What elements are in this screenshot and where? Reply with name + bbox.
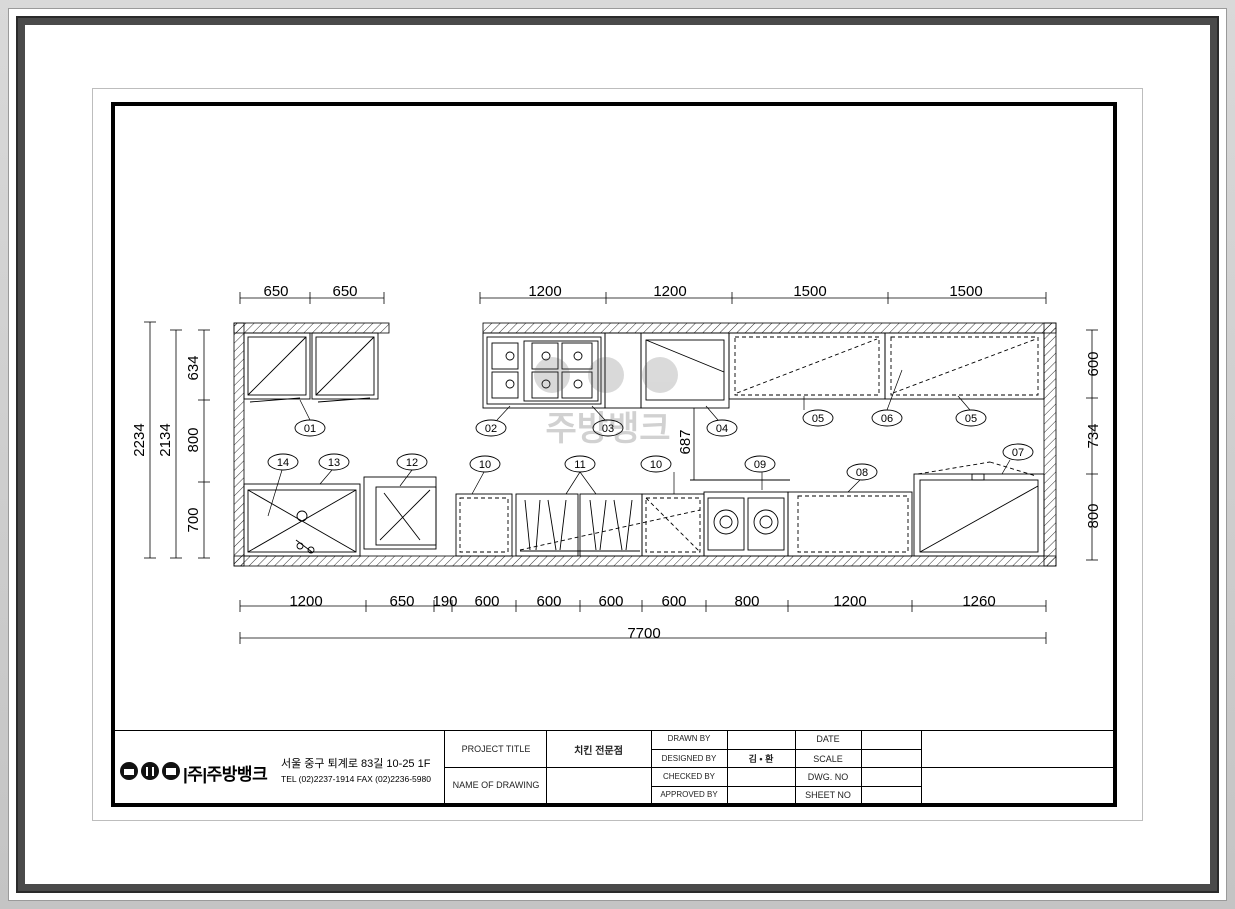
company-block: |주|주방뱅크 서울 중구 퇴계로 83길 10-25 1F TEL (02)2… [115, 731, 445, 804]
top-dim-2: 650 [332, 283, 357, 300]
top-dim-4: 1200 [653, 283, 686, 300]
watermark: 주방뱅크 [534, 357, 678, 448]
top-dim-1: 650 [263, 283, 288, 300]
company-name: |주|주방뱅크 [183, 765, 268, 784]
lower-equipment [243, 461, 1045, 557]
right-dim-600: 600 [1085, 351, 1102, 376]
callout-02: 02 [485, 423, 497, 435]
walls [233, 322, 1057, 567]
callout-13: 13 [328, 457, 340, 469]
drawn-by-label: DRAWN BY [667, 734, 711, 743]
right-dim-734: 734 [1085, 423, 1102, 448]
callout-08: 08 [856, 467, 868, 479]
bottom-dim-9: 1200 [833, 593, 866, 610]
top-dim-5: 1500 [793, 283, 826, 300]
bottom-dim-7: 600 [661, 593, 686, 610]
name-of-drawing-label: NAME OF DRAWING [452, 780, 540, 790]
callouts [267, 409, 1034, 481]
bottom-dim-3: 190 [432, 593, 457, 610]
sheet-no-label: SHEET NO [805, 790, 851, 800]
left-dim-2234: 2234 [131, 423, 148, 456]
bottom-dim-2: 650 [389, 593, 414, 610]
approved-by-label: APPROVED BY [660, 790, 718, 799]
company-logo-icon [120, 762, 180, 780]
callout-01: 01 [304, 423, 316, 435]
callout-05b: 05 [965, 413, 977, 425]
bottom-dim-6: 600 [598, 593, 623, 610]
left-dim-634: 634 [185, 355, 202, 380]
bottom-dim-10: 1260 [962, 593, 995, 610]
callout-14: 14 [277, 457, 289, 469]
left-dim-2134: 2134 [157, 423, 174, 456]
project-title-value: 치킨 전문점 [574, 746, 623, 757]
title-block: |주|주방뱅크 서울 중구 퇴계로 83길 10-25 1F TEL (02)2… [115, 730, 1113, 804]
bottom-dim-5: 600 [536, 593, 561, 610]
dwg-no-label: DWG. NO [807, 772, 849, 782]
top-dim-3: 1200 [528, 283, 561, 300]
bottom-dim-1: 1200 [289, 593, 322, 610]
callout-12: 12 [406, 457, 418, 469]
scale-label: SCALE [813, 754, 843, 764]
callout-03: 03 [602, 423, 614, 435]
callout-labels: 01 02 03 04 05 06 05 07 08 09 10 11 10 1… [277, 413, 1024, 479]
callout-05a: 05 [812, 413, 824, 425]
upper-equipment-05-06 [728, 332, 1045, 400]
project-title-label: PROJECT TITLE [461, 744, 531, 754]
upper-cabinet-01 [243, 332, 379, 403]
date-label: DATE [816, 734, 840, 744]
sheet [92, 88, 1143, 821]
callout-10b: 10 [650, 459, 662, 471]
company-address: 서울 중구 퇴계로 83길 10-25 1F [281, 758, 431, 770]
callout-04: 04 [716, 423, 728, 435]
dimension-texts: 650 650 1200 1200 1500 1500 1200 650 190… [131, 283, 1102, 642]
designed-by-label: DESIGNED BY [661, 754, 717, 763]
checked-by-label: CHECKED BY [662, 772, 715, 781]
right-dim-800: 800 [1085, 503, 1102, 528]
bottom-dim-4: 600 [474, 593, 499, 610]
total-dim: 7700 [627, 625, 660, 642]
callout-10a: 10 [479, 459, 491, 471]
callout-11: 11 [574, 459, 585, 471]
drawing-area [111, 102, 1117, 807]
callout-07: 07 [1012, 447, 1024, 459]
dimension-lines [144, 292, 1098, 644]
company-tel: TEL (02)2237-1914 FAX (02)2236-5980 [281, 774, 431, 784]
watermark-text: 주방뱅크 [545, 410, 670, 448]
callout-06: 06 [881, 413, 893, 425]
mid-dim-687: 687 [677, 429, 694, 454]
upper-equipment-02-04 [482, 332, 730, 409]
designer-name: 김 • 환 [748, 754, 774, 764]
bottom-dim-8: 800 [734, 593, 759, 610]
callout-09: 09 [754, 459, 766, 471]
top-dim-6: 1500 [949, 283, 982, 300]
left-dim-700: 700 [185, 507, 202, 532]
leader-lines [267, 369, 1011, 517]
left-dim-800: 800 [185, 427, 202, 452]
